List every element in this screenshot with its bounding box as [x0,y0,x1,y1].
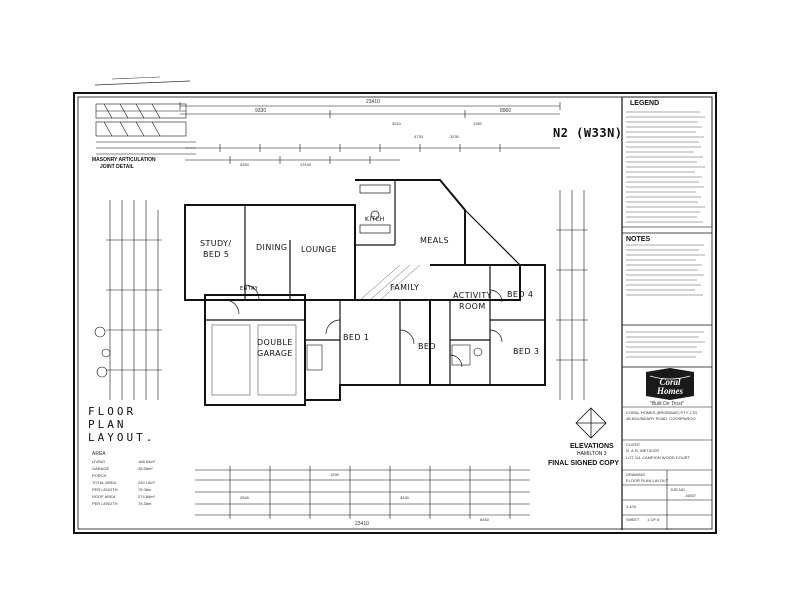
dim-overall: 23410 [366,99,380,105]
legend-title: LEGEND [630,100,660,107]
company-line-1: CORAL HOMES (BRISBANE) PTY. LTD [626,410,698,415]
kitchen-benches [359,184,391,234]
north-arrow-icon [575,407,607,439]
area-total-val: 240.10m² [138,480,155,485]
area-roof-label: ROOF AREA [92,494,116,499]
dim-d4: 1350 [473,121,482,126]
dim-d8: 2540 [240,495,249,500]
sheet-value: 1 OF 6 [647,517,660,522]
area-living-val: 168.54m² [138,459,155,464]
dim-d5: 5350 [240,162,249,167]
sheet-inner-border [77,96,713,530]
masonry-sublabel: JOINT DETAIL [100,164,134,170]
area-per-length-label: PER LENGTH [92,487,118,492]
room-label-activity-2: ROOM [459,302,486,311]
room-label-garage-2: GARAGE [257,349,293,358]
scale-value: 1:100 [626,504,637,509]
final-signed-copy: FINAL SIGNED COPY [548,460,620,467]
area-per-length-2-val: 76.38m [138,501,152,506]
room-label-bed3: BED 3 [513,347,540,356]
room-label-meals: MEALS [420,236,449,245]
internal-walls [205,180,545,385]
area-roof-val: 274.84m² [138,494,155,499]
sheet-label: SHEET [626,517,640,522]
job-label: JOB NO. [670,487,687,492]
area-total-label: TOTAL AREA [92,480,117,485]
site-address: LOT 111 CAMPION WOOD COURT [626,455,690,460]
dim-d9: 1290 [330,472,339,477]
area-living-label: LIVING [92,459,106,464]
job-value: J4557 [685,493,696,498]
area-label: AREA [92,451,106,457]
company-logo [646,368,694,400]
dim-left-a: 9330 [255,108,267,114]
room-label-entry: ENTRY [240,286,259,292]
dim-right-a: 8960 [500,108,512,114]
floor-plan-title-1: FLOOR [88,405,137,418]
masonry-detail [95,103,196,155]
dim-d7: 23410 [355,521,369,527]
room-label-bed1: BED 1 [343,333,370,342]
door-swings [224,284,503,368]
room-label-bed4: BED 4 [507,290,534,299]
area-garage-label: GARAGE [92,466,110,471]
room-label-family: FAMILY [390,283,420,292]
dim-d11: 6450 [480,517,489,522]
elevations-title: ELEVATIONS [570,443,614,450]
area-porch-label: PORCH [92,473,107,478]
dim-d2: 4730 [414,134,423,139]
client-label: CLIENT [626,442,641,447]
dim-d3: 3230 [450,134,459,139]
legend-panel [621,96,713,530]
dim-d1: 3510 [392,121,401,126]
drawing-value: FLOOR PLAN LAYOUT [626,478,669,483]
wet-areas [306,344,483,371]
room-label-garage: DOUBLE [257,338,293,347]
plan-code: N2 (W33N) [553,126,623,140]
area-garage-val: 38.58m² [138,466,153,471]
dimension-lines [106,102,588,519]
masonry-label: MASONRY ARTICULATION [92,157,156,163]
room-label-bed2: BED [418,342,436,351]
company-line-2: 4B BOUNDARY ROAD, COORPAROO [626,416,696,421]
company-name: Coral Homes [657,377,683,396]
room-label-activity: ACTIVITY [453,291,492,300]
family-hatch [359,264,421,301]
drawing-label: DRAWING [626,472,646,477]
room-label-kitchen: KITCH [365,216,385,223]
room-label-study: STUDY/ [200,239,232,248]
area-per-length-2-label: PER LENGTH [92,501,118,506]
room-label-dining: DINING [256,243,288,252]
company-slogan: "Built On Trust" [650,401,684,407]
notes-title: NOTES [626,236,651,243]
section-marker-icon [94,326,111,378]
dim-d10: 3430 [400,495,409,500]
house-walls [184,179,546,406]
elevations-subtitle: HAMILTON 3 [577,451,607,457]
room-label-lounge: LOUNGE [301,245,337,254]
garage-car-bays [211,324,297,396]
floor-plan-title-3: LAYOUT. [88,431,156,444]
client-value: N. & R. WETZLER [626,448,660,453]
area-per-length-val: 75.38m [138,487,152,492]
floor-plan-title-2: PLAN [88,418,127,431]
dim-d6: 13190 [300,162,312,167]
sheet-border [73,92,717,534]
room-label-study-2: BED 5 [203,250,230,259]
